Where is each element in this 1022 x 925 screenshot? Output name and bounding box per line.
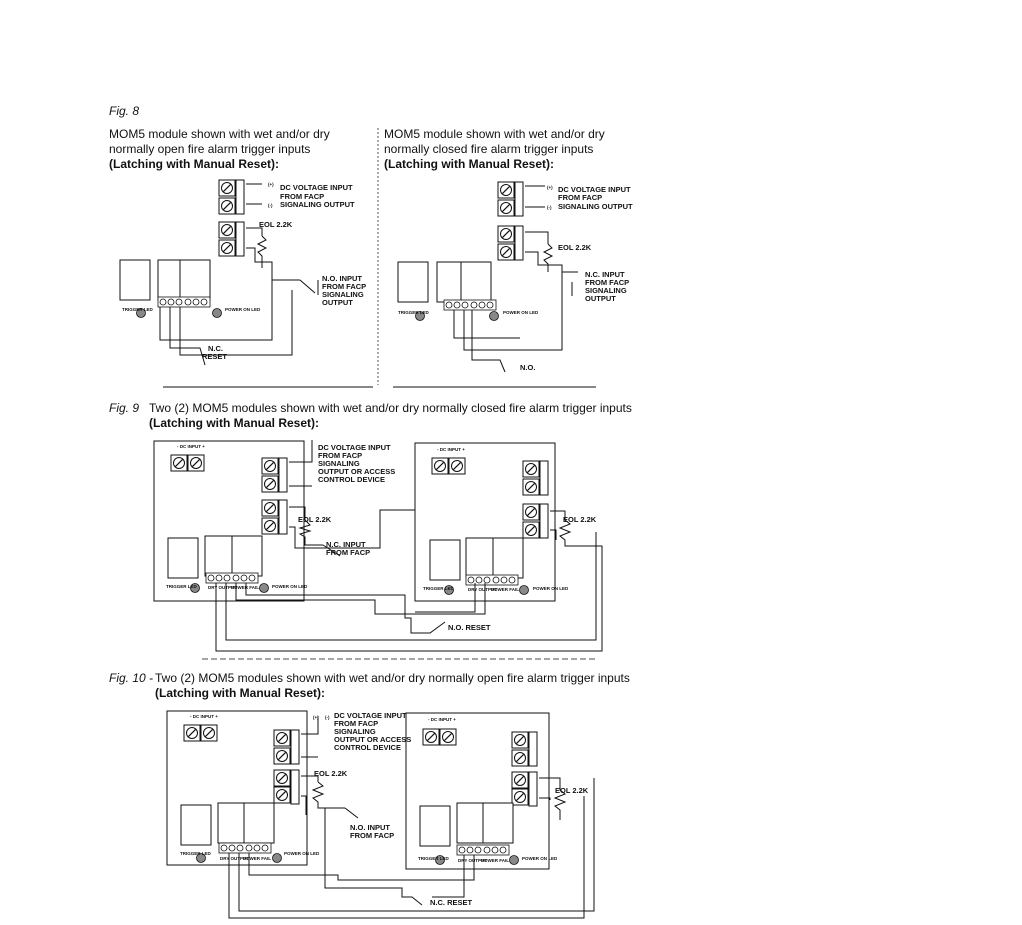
svg-text:EOL 2.2K: EOL 2.2K <box>563 515 597 524</box>
svg-text:SIGNALING: SIGNALING <box>585 286 627 295</box>
fig8-left-line2: normally open fire alarm trigger inputs <box>109 142 311 156</box>
svg-text:DRY OUTPUT: DRY OUTPUT <box>220 856 249 861</box>
svg-text:POWER FAIL: POWER FAIL <box>491 587 519 592</box>
svg-text:SIGNALING OUTPUT: SIGNALING OUTPUT <box>558 202 633 211</box>
svg-text:POWER ON LED: POWER ON LED <box>284 851 320 856</box>
fig10-diagram <box>166 710 595 919</box>
fig8-right-line3: (Latching with Manual Reset): <box>384 157 555 171</box>
fig9-label: Fig. 9 <box>109 401 140 415</box>
fig8-right-labels: (+) (-) DC VOLTAGE INPUT FROM FACP SIGNA… <box>398 185 633 372</box>
svg-text:POWER ON LED: POWER ON LED <box>503 310 539 315</box>
svg-text:(-): (-) <box>268 203 273 208</box>
svg-text:EOL 2.2K: EOL 2.2K <box>259 220 293 229</box>
svg-text:FROM FACP: FROM FACP <box>350 831 394 840</box>
svg-text:EOL 2.2K: EOL 2.2K <box>558 243 592 252</box>
svg-text:DC VOLTAGE INPUT: DC VOLTAGE INPUT <box>280 183 353 192</box>
svg-text:OUTPUT: OUTPUT <box>585 294 616 303</box>
fig10-labels: - DC INPUT + - DC INPUT + (+) (-) DC VOL… <box>180 711 589 907</box>
svg-text:N.C. RESET: N.C. RESET <box>430 898 473 907</box>
svg-text:N.O.: N.O. <box>520 363 535 372</box>
svg-text:OUTPUT OR ACCESS: OUTPUT OR ACCESS <box>334 735 411 744</box>
fig8-left-line3: (Latching with Manual Reset): <box>109 157 280 171</box>
svg-text:TRIGGER LED: TRIGGER LED <box>398 310 430 315</box>
fig8-right-caption: MOM5 module shown with wet and/or dry no… <box>384 127 605 172</box>
svg-text:SIGNALING: SIGNALING <box>322 290 364 299</box>
svg-text:FROM FACP: FROM FACP <box>334 719 378 728</box>
fig8-left-diagram <box>119 179 319 366</box>
svg-text:POWER ON LED: POWER ON LED <box>272 584 308 589</box>
fig9-diagram <box>153 440 603 652</box>
svg-text:TRIGGER LED: TRIGGER LED <box>122 307 154 312</box>
fig10-label: Fig. 10 - <box>109 671 154 685</box>
fig9-line1: Two (2) MOM5 modules shown with wet and/… <box>149 401 632 415</box>
svg-text:FROM FACP: FROM FACP <box>322 282 366 291</box>
svg-text:DRY OUTPUT: DRY OUTPUT <box>208 585 237 590</box>
svg-text:TRIGGER LED: TRIGGER LED <box>423 586 455 591</box>
svg-text:- DC INPUT +: - DC INPUT + <box>437 447 465 452</box>
svg-text:- DC INPUT +: - DC INPUT + <box>428 717 456 722</box>
svg-text:POWER ON LED: POWER ON LED <box>522 856 558 861</box>
svg-text:(+): (+) <box>313 715 319 720</box>
fig8-right-line1: MOM5 module shown with wet and/or dry <box>384 127 605 141</box>
fig9-line2: (Latching with Manual Reset): <box>149 416 320 430</box>
svg-text:(-): (-) <box>325 715 330 720</box>
fig9-caption: Two (2) MOM5 modules shown with wet and/… <box>149 401 632 431</box>
svg-text:DC VOLTAGE INPUT: DC VOLTAGE INPUT <box>334 711 407 720</box>
svg-text:FROM FACP: FROM FACP <box>326 548 370 557</box>
fig8-label: Fig. 8 <box>109 104 140 118</box>
svg-text:- DC INPUT +: - DC INPUT + <box>190 714 218 719</box>
svg-text:(+): (+) <box>547 185 553 190</box>
svg-text:DRY OUTPUT: DRY OUTPUT <box>468 587 497 592</box>
svg-text:TRIGGER LED: TRIGGER LED <box>166 584 198 589</box>
svg-text:TRIGGER LED: TRIGGER LED <box>180 851 212 856</box>
svg-text:OUTPUT OR ACCESS: OUTPUT OR ACCESS <box>318 467 395 476</box>
fig8-left-labels: (+) (-) DC VOLTAGE INPUT FROM FACP SIGNA… <box>122 182 366 361</box>
svg-text:- DC INPUT +: - DC INPUT + <box>177 444 205 449</box>
svg-text:EOL 2.2K: EOL 2.2K <box>314 769 348 778</box>
fig10-line1: Two (2) MOM5 modules shown with wet and/… <box>155 671 630 685</box>
svg-text:CONTROL DEVICE: CONTROL DEVICE <box>334 743 401 752</box>
fig10-line2: (Latching with Manual Reset): <box>155 686 326 700</box>
svg-text:POWER ON LED: POWER ON LED <box>533 586 569 591</box>
svg-text:N.O. RESET: N.O. RESET <box>448 623 491 632</box>
svg-text:FROM FACP: FROM FACP <box>280 192 324 201</box>
svg-text:POWER ON LED: POWER ON LED <box>225 307 261 312</box>
svg-text:SIGNALING: SIGNALING <box>334 727 376 736</box>
svg-text:SIGNALING OUTPUT: SIGNALING OUTPUT <box>280 200 355 209</box>
fig10-caption: Two (2) MOM5 modules shown with wet and/… <box>155 671 630 701</box>
svg-text:FROM FACP: FROM FACP <box>318 451 362 460</box>
fig8-left-line1: MOM5 module shown with wet and/or dry <box>109 127 330 141</box>
svg-text:EOL 2.2K: EOL 2.2K <box>298 515 332 524</box>
svg-text:DRY OUTPUT: DRY OUTPUT <box>458 858 487 863</box>
svg-text:SIGNALING: SIGNALING <box>318 459 360 468</box>
svg-text:(-): (-) <box>547 205 552 210</box>
svg-text:RESET: RESET <box>202 352 227 361</box>
svg-text:FROM FACP: FROM FACP <box>558 193 602 202</box>
fig8-right-diagram <box>397 181 578 373</box>
svg-text:N.C. INPUT: N.C. INPUT <box>326 540 366 549</box>
svg-text:(+): (+) <box>268 182 274 187</box>
svg-text:POWER FAIL: POWER FAIL <box>481 858 509 863</box>
svg-text:POWER FAIL: POWER FAIL <box>243 856 271 861</box>
svg-text:DC VOLTAGE INPUT: DC VOLTAGE INPUT <box>318 443 391 452</box>
svg-text:N.C. INPUT: N.C. INPUT <box>585 270 625 279</box>
svg-text:POWER FAIL: POWER FAIL <box>231 585 259 590</box>
fig8-right-line2: normally closed fire alarm trigger input… <box>384 142 594 156</box>
svg-text:N.C.: N.C. <box>208 344 223 353</box>
svg-text:CONTROL DEVICE: CONTROL DEVICE <box>318 475 385 484</box>
svg-text:EOL 2.2K: EOL 2.2K <box>555 786 589 795</box>
svg-text:FROM FACP: FROM FACP <box>585 278 629 287</box>
svg-text:N.O. INPUT: N.O. INPUT <box>322 274 362 283</box>
fig9-labels: - DC INPUT + - DC INPUT + DC VOLTAGE INP… <box>166 443 597 632</box>
svg-text:OUTPUT: OUTPUT <box>322 298 353 307</box>
svg-text:TRIGGER LED: TRIGGER LED <box>418 856 450 861</box>
svg-text:N.O. INPUT: N.O. INPUT <box>350 823 390 832</box>
fig8-left-caption: MOM5 module shown with wet and/or dry no… <box>109 127 330 172</box>
svg-text:DC VOLTAGE INPUT: DC VOLTAGE INPUT <box>558 185 631 194</box>
